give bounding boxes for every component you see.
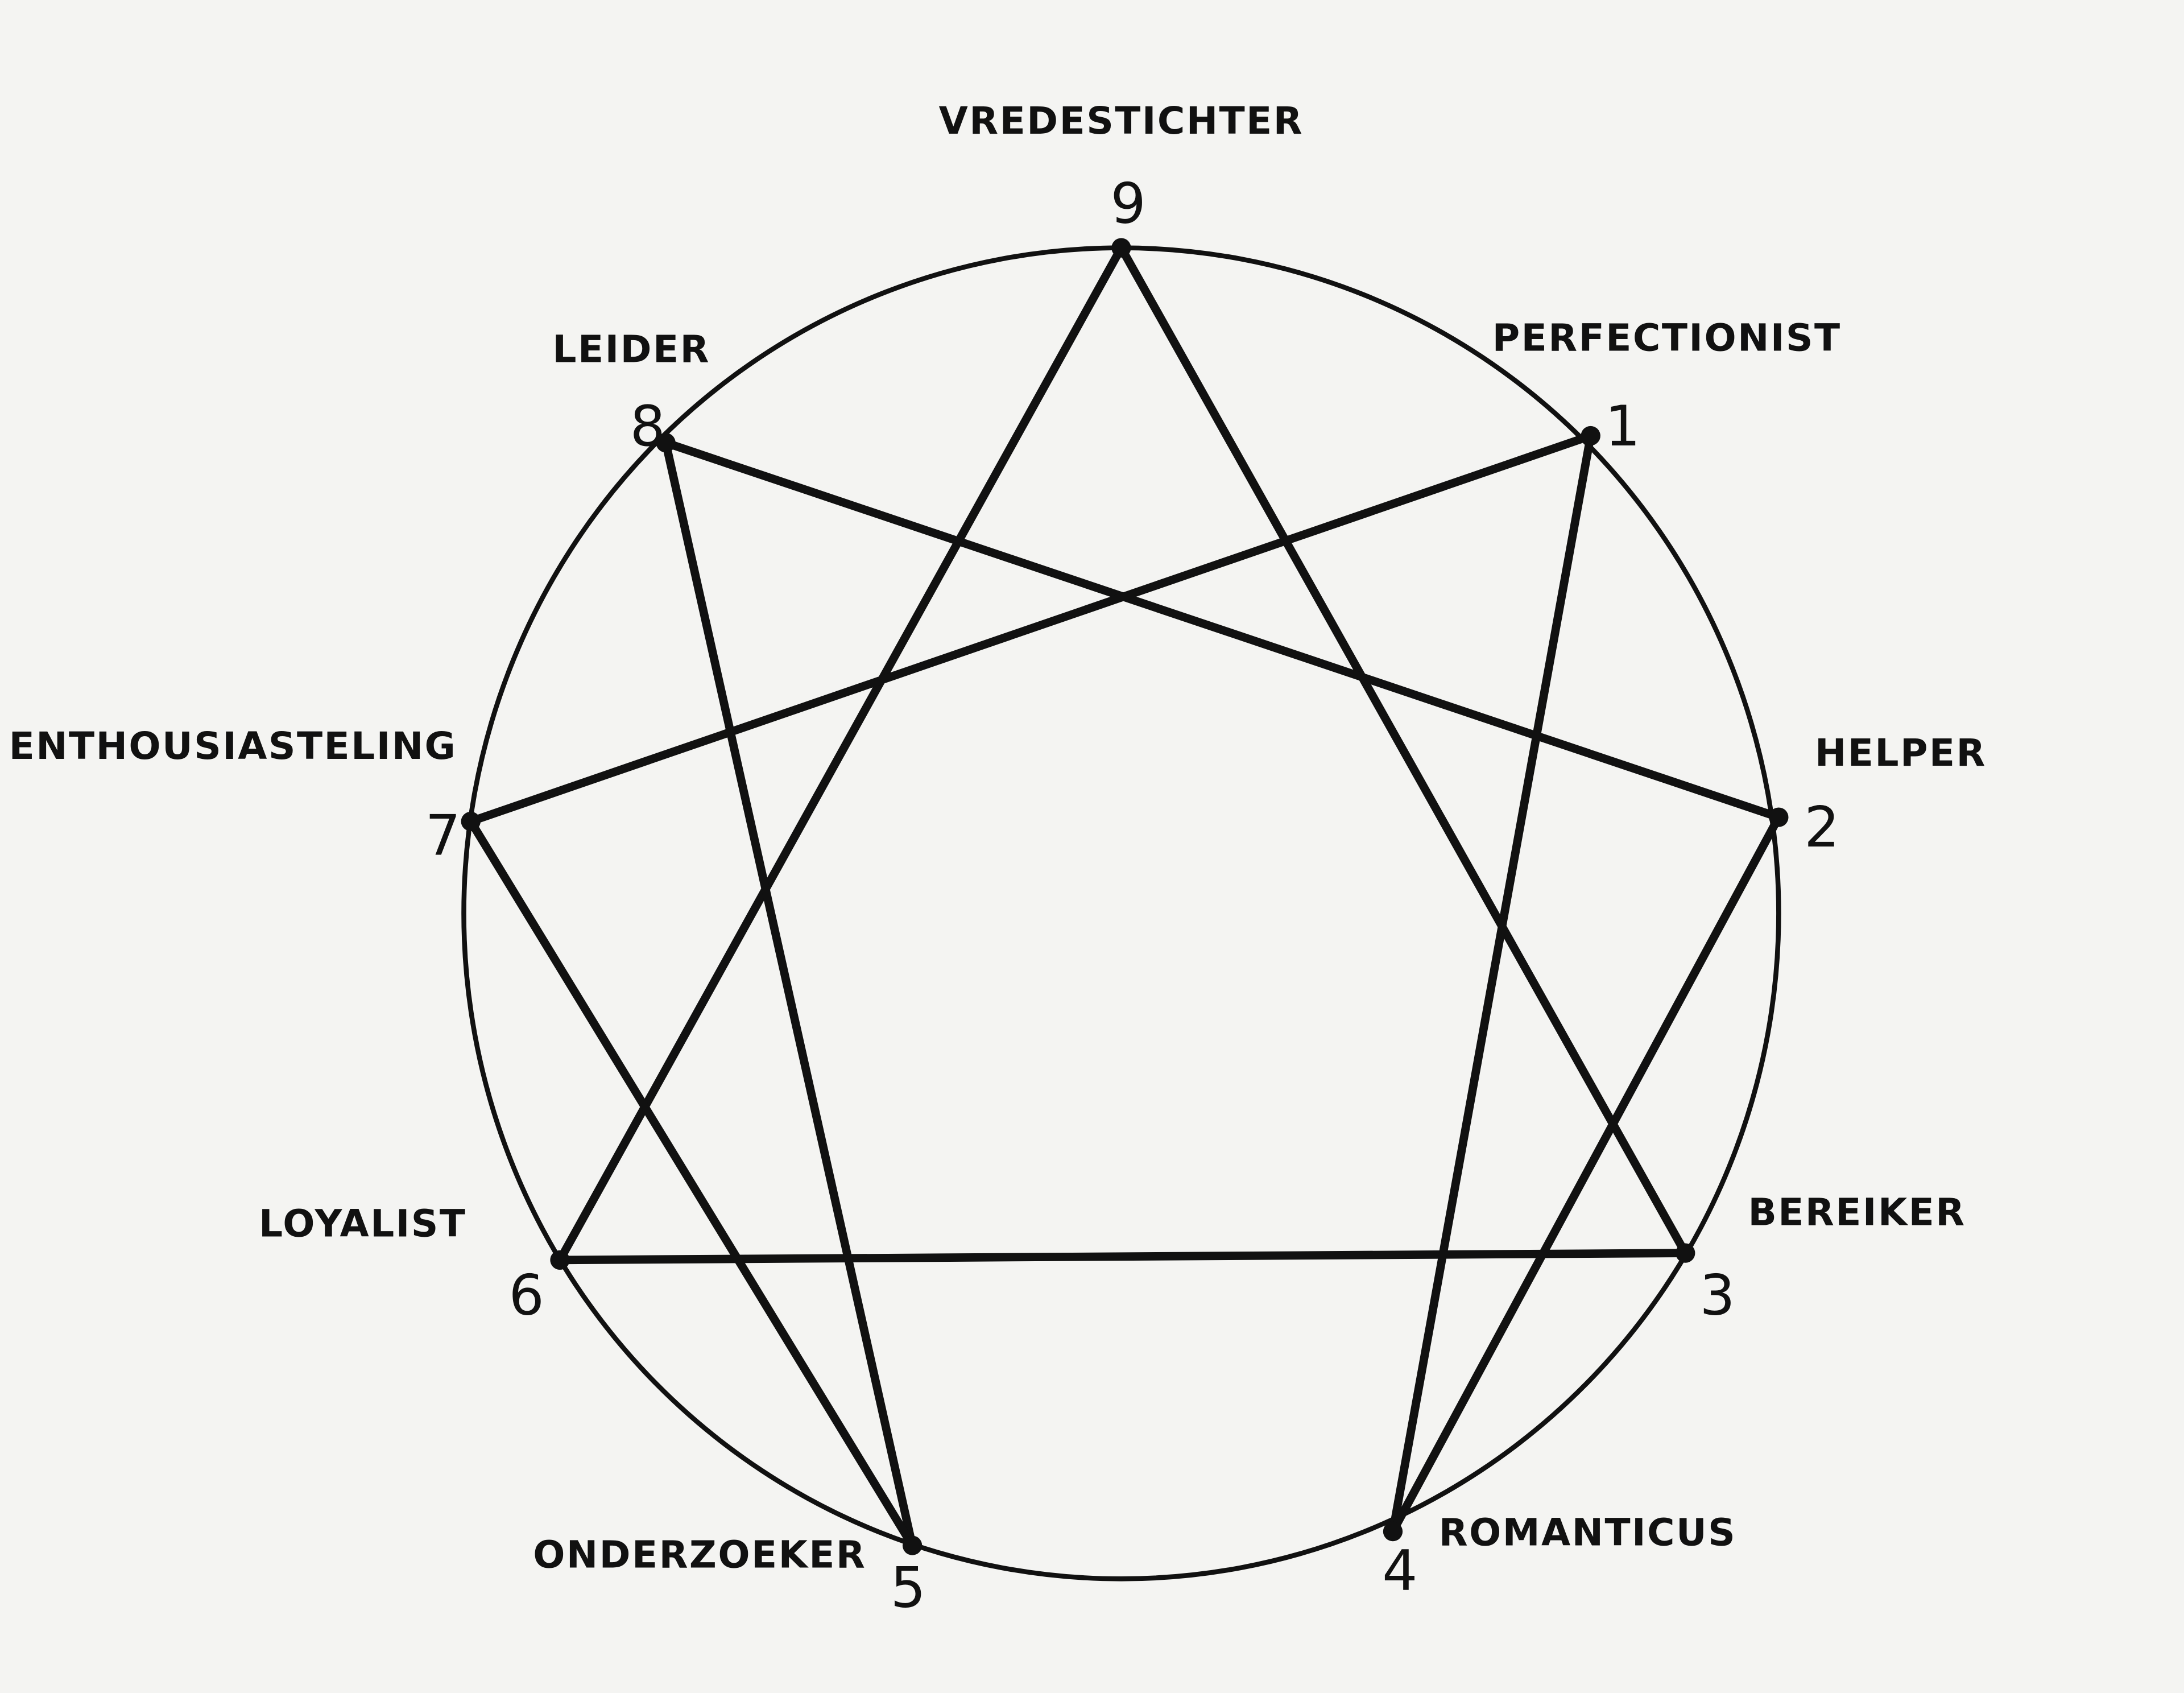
connection-line-1-4 [1388,431,1595,1536]
number-6: 6 [509,1263,544,1328]
connection-line-4-2 [1388,813,1783,1536]
connection-line-2-8 [661,438,1783,821]
label-type-4: ROMANTICUS [1439,1511,1736,1555]
connection-line-6-9 [556,243,1126,1265]
label-type-1: PERFECTIONIST [1492,316,1842,360]
vertex-2 [1769,807,1789,827]
vertex-6 [550,1250,570,1270]
label-type-3: BEREIKER [1748,1191,1966,1234]
connection-lines [461,238,1789,1555]
vertex-1 [1581,426,1600,446]
number-2: 2 [1804,795,1839,860]
vertex-8 [656,433,676,453]
connection-line-7-1 [466,431,1595,826]
number-8: 8 [630,394,665,459]
label-type-2: HELPER [1815,731,1987,775]
vertex-3 [1676,1243,1695,1263]
number-9: 9 [1111,172,1146,237]
vertex-5 [902,1535,923,1555]
number-7: 7 [425,804,461,869]
vertex-7 [461,811,481,832]
number-5: 5 [891,1555,926,1620]
connection-line-3-6 [556,1249,1690,1265]
vertex-9 [1111,238,1131,258]
label-type-9: VREDESTICHTER [939,99,1304,143]
connection-line-9-3 [1117,243,1690,1257]
number-4: 4 [1382,1539,1417,1604]
label-type-5: ONDERZOEKER [533,1533,866,1577]
vertex-4 [1383,1521,1403,1542]
connection-line-8-5 [661,438,917,1550]
label-type-8: LEIDER [552,327,710,371]
number-3: 3 [1699,1263,1735,1328]
label-type-6: LOYALIST [259,1201,466,1245]
number-1: 1 [1605,394,1640,459]
connection-line-5-7 [466,817,917,1550]
label-type-7: ENTHOUSIASTELING [9,724,457,768]
